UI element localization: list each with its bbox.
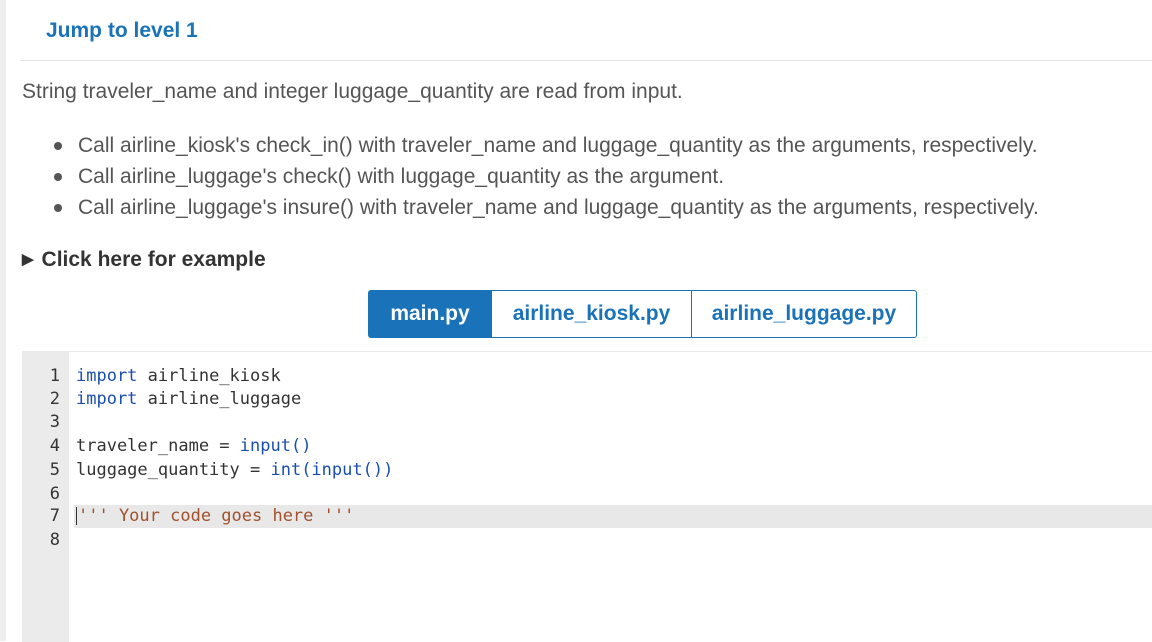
tab-airline-luggage-py[interactable]: airline_luggage.py [692,290,917,338]
tab-main-py[interactable]: main.py [368,290,492,338]
left-border [0,0,6,641]
line-number: 6 [49,484,60,504]
task-item: Call airline_kiosk's check_in() with tra… [52,130,1039,161]
code-line: 2 import airline_luggage [22,388,1152,411]
line-number: 1 [49,366,60,386]
code-text [74,411,1152,434]
code-line: 6 [22,483,1152,506]
example-toggle-label: Click here for example [41,248,266,271]
triangle-right-icon: ▶ [22,251,34,268]
line-number: 5 [49,460,60,480]
code-text: import airline_kiosk [76,366,281,386]
line-number: 7 [49,506,60,526]
task-list: Call airline_kiosk's check_in() with tra… [52,130,1039,223]
code-line: 8 [22,529,1152,552]
line-number: 3 [49,412,60,432]
jump-to-level-link[interactable]: Jump to level 1 [46,19,198,42]
code-text: ''' Your code goes here ''' [74,505,1152,528]
code-line: 5 luggage_quantity = int(input()) [22,459,1152,482]
file-tabs: main.py airline_kiosk.py airline_luggage… [368,290,917,338]
tab-airline-kiosk-py[interactable]: airline_kiosk.py [492,290,692,338]
code-text: luggage_quantity = int(input()) [76,460,394,480]
clipped-top-text [0,0,1152,6]
task-item: Call airline_luggage's insure() with tra… [52,192,1039,223]
section-divider [20,60,1152,61]
code-line: 1 import airline_kiosk [22,365,1152,388]
line-number: 2 [49,389,60,409]
instructions-intro: String traveler_name and integer luggage… [22,80,683,103]
text-cursor [76,507,77,525]
code-line: 4 traveler_name = input() [22,435,1152,458]
line-number: 4 [49,436,60,456]
code-text [74,483,1152,506]
task-item: Call airline_luggage's check() with lugg… [52,161,1039,192]
line-number-gutter [22,352,69,642]
code-text [74,529,1152,552]
code-text: traveler_name = input() [76,436,312,456]
line-number: 8 [49,530,60,550]
code-line-active[interactable]: 7 ''' Your code goes here ''' [22,505,1152,528]
code-line: 3 [22,411,1152,434]
example-toggle[interactable]: ▶ Click here for example [22,248,266,272]
code-text: import airline_luggage [76,389,302,409]
code-editor[interactable]: 1 import airline_kiosk 2 import airline_… [22,351,1152,642]
